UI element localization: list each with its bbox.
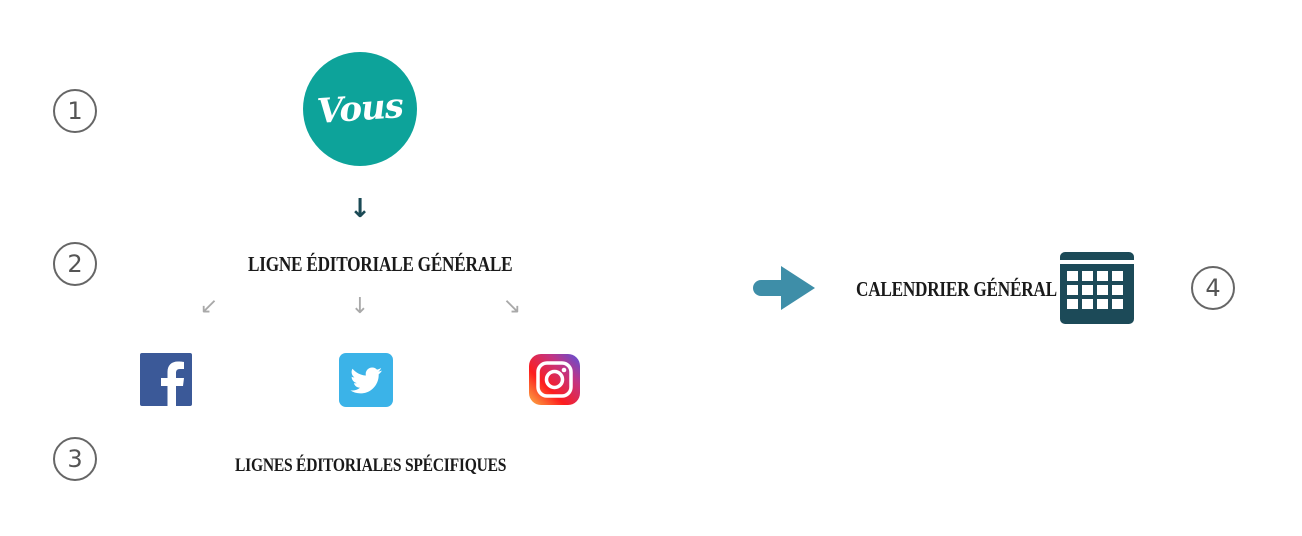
specific-editorial-lines-label: LIGNES ÉDITORIALES SPÉCIFIQUES — [235, 455, 507, 476]
instagram-icon — [529, 354, 580, 405]
general-calendar-label: CALENDRIER GÉNÉRAL — [856, 277, 1057, 301]
step-number-2: 2 — [53, 242, 97, 286]
calendar-icon — [1060, 252, 1134, 324]
right-arrow-icon — [753, 266, 815, 310]
facebook-icon — [140, 353, 192, 406]
arrow-down-left-icon: ↙ — [199, 294, 219, 319]
vous-text: Vous — [315, 86, 405, 132]
step-number-4: 4 — [1191, 266, 1235, 310]
step-number-1: 1 — [53, 89, 97, 133]
arrow-down-icon: ↓ — [350, 294, 370, 319]
twitter-icon — [339, 353, 393, 407]
step-number-3: 3 — [53, 437, 97, 481]
arrow-down-right-icon: ↘ — [502, 294, 522, 319]
general-editorial-line-label: LIGNE ÉDITORIALE GÉNÉRALE — [248, 252, 513, 276]
arrow-down-icon: ↓ — [349, 194, 371, 224]
vous-logo: Vous — [303, 52, 417, 166]
